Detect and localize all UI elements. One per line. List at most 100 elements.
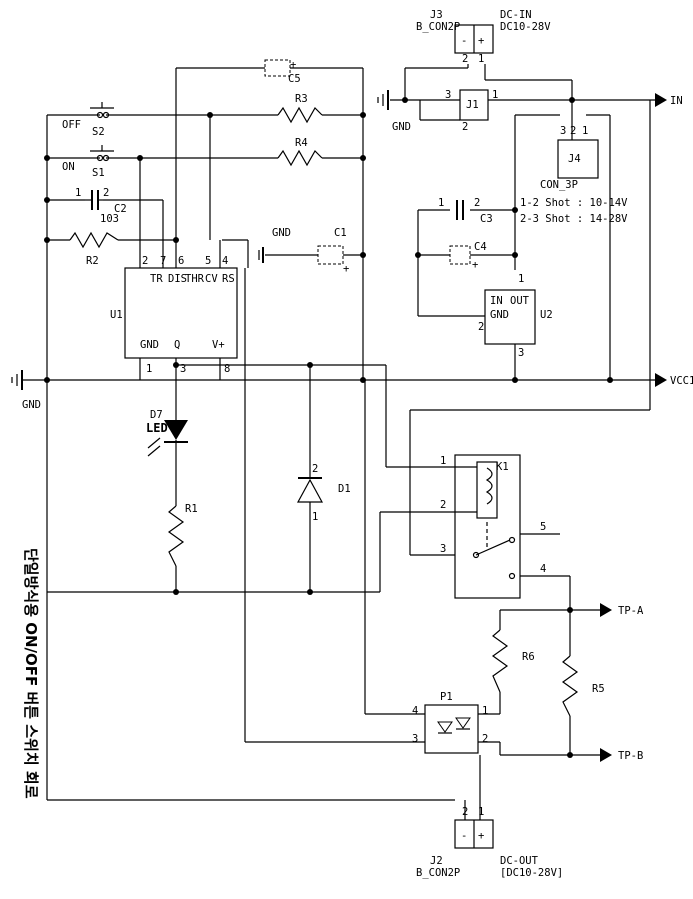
connector-j4: J4 3 2 1 CON_3P 1-2 Shot : 10-14V 2-3 Sh…: [520, 125, 628, 225]
resistor-r1: R1: [167, 503, 198, 567]
j4-pin2: 2: [570, 125, 576, 137]
u2-label: U2: [540, 309, 553, 321]
j3-type: B_CON2P: [416, 21, 460, 33]
j1-pin2: 2: [462, 121, 468, 133]
led-d7: D7 LED: [146, 409, 188, 458]
c2-pin1: 1: [75, 187, 81, 199]
switch-s1: S1 ON: [62, 145, 114, 179]
u2-in-label: IN: [490, 295, 503, 307]
u2-pin1: 1: [518, 273, 524, 285]
p1-pin3: 3: [412, 733, 418, 745]
c3-pin1: 1: [438, 197, 444, 209]
c4-plus: +: [472, 259, 478, 271]
c2-label: C2: [114, 203, 127, 215]
in-terminal: IN: [655, 93, 683, 107]
u1-name: U1: [110, 309, 123, 321]
wires: [22, 64, 655, 820]
r6-label: R6: [522, 651, 535, 663]
k1-pin2: 2: [440, 499, 446, 511]
switch-s2: S2 OFF: [62, 102, 114, 138]
capacitor-c5: + C5: [264, 59, 301, 85]
resistor-r5: R5: [561, 655, 605, 717]
j1-pin1: 1: [492, 89, 498, 101]
j2-pin1: 1: [478, 806, 484, 818]
j2-name: J2: [430, 855, 443, 867]
relay-k1: K1 1 2 3 5 4: [440, 454, 546, 599]
gnd-left-label: GND: [22, 399, 41, 411]
d1-pin2: 2: [312, 463, 318, 475]
led-label: LED: [146, 421, 168, 435]
r3-label: R3: [295, 93, 308, 105]
s1-label: S1: [92, 167, 105, 179]
c1-label: C1: [334, 227, 347, 239]
u1-pin2: 2: [142, 255, 148, 267]
connector-j2: - + 2 1 J2 B_CON2P DC-OUT [DC10-28V]: [416, 806, 563, 879]
junction-dots: [44, 97, 613, 758]
j2-plus: +: [478, 830, 484, 842]
u2-pin3: 3: [518, 347, 524, 359]
photocoupler-p1: P1 4 3 1 2: [412, 691, 488, 754]
diode-d1: 2 1 D1: [296, 463, 351, 523]
u1-rs-label: RS: [222, 273, 235, 285]
r4-label: R4: [295, 137, 308, 149]
in-label: IN: [670, 95, 683, 107]
j2-type: B_CON2P: [416, 867, 460, 879]
c5-label: C5: [288, 73, 301, 85]
j4-label: J4: [568, 153, 581, 165]
tp-b: TP-B: [600, 748, 643, 762]
u1-pin5: 5: [205, 255, 211, 267]
resistor-r3: R3: [277, 93, 323, 124]
j2-desc: DC-OUT: [500, 855, 539, 867]
gnd-symbol-c1: GND: [258, 227, 291, 263]
j3-desc: DC-IN: [500, 9, 532, 21]
u1-tr-label: TR: [150, 273, 163, 285]
d1-label: D1: [338, 483, 351, 495]
c5-plus: +: [290, 59, 296, 71]
j2-range: [DC10-28V]: [500, 867, 563, 879]
resistor-r4: R4: [277, 137, 323, 167]
c4-label: C4: [474, 241, 487, 253]
u1-dis-label: DIS: [168, 273, 187, 285]
j3-pin1: 1: [478, 53, 484, 65]
c1-plus: +: [343, 263, 349, 275]
j2-pin2: 2: [462, 806, 468, 818]
s1-on-label: ON: [62, 161, 75, 173]
resistor-r6: R6: [491, 629, 535, 693]
j3-pin2: 2: [462, 53, 468, 65]
k1-pin3: 3: [440, 543, 446, 555]
gnd-c1-label: GND: [272, 227, 291, 239]
vcc1-label: VCC1: [670, 375, 693, 387]
s2-off-label: OFF: [62, 119, 81, 131]
gnd-top-label: GND: [392, 121, 411, 133]
u1-thr-label: THR: [185, 273, 205, 285]
d7-label: D7: [150, 409, 163, 421]
r2-label: R2: [86, 255, 99, 267]
gnd-symbol-top: GND: [377, 90, 411, 133]
p1-pin4: 4: [412, 705, 418, 717]
u1-gnd-label: GND: [140, 339, 159, 351]
u1-pin4: 4: [222, 255, 228, 267]
j4-note2: 2-3 Shot : 14-28V: [520, 213, 628, 225]
p1-pin2: 2: [482, 733, 488, 745]
c2-value: 103: [100, 213, 119, 225]
tp-a-label: TP-A: [618, 605, 644, 617]
j3-minus: -: [461, 35, 467, 47]
u2-out-label: OUT: [510, 295, 530, 307]
u1-pin6: 6: [178, 255, 184, 267]
r1-label: R1: [185, 503, 198, 515]
diagram-title: 단일방식용 ON/OFF 버튼 스위치 회로: [22, 548, 40, 799]
j2-minus: -: [461, 830, 467, 842]
p1-pin1: 1: [482, 705, 488, 717]
j1-pin3: 3: [445, 89, 451, 101]
capacitor-c1: C1 +: [317, 227, 349, 275]
j4-type: CON_3P: [540, 179, 578, 191]
c3-label: C3: [480, 213, 493, 225]
r5-label: R5: [592, 683, 605, 695]
j4-pin1: 1: [582, 125, 588, 137]
s2-label: S2: [92, 126, 105, 138]
k1-pin5: 5: [540, 521, 546, 533]
j4-note1: 1-2 Shot : 10-14V: [520, 197, 628, 209]
k1-label: K1: [496, 461, 509, 473]
j3-name: J3: [430, 9, 443, 21]
